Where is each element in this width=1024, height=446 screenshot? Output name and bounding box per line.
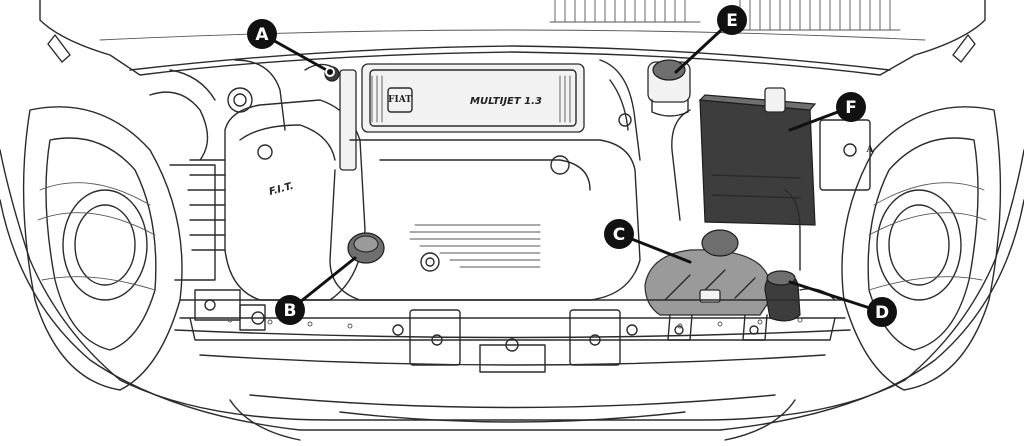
battery: A (671, 87, 875, 271)
right-headlight (841, 106, 1002, 391)
washer-fluid-reservoir (764, 270, 836, 322)
hood (39, 0, 986, 76)
callout-b: B (275, 295, 305, 325)
fiat-logo: FIAT (388, 95, 412, 105)
callout-c: C (604, 219, 634, 249)
brake-fluid-reservoir (647, 59, 691, 117)
oil-dipstick (304, 63, 357, 171)
engine-cover: FIAT MULTIJET 1.3 (329, 59, 641, 301)
svg-text:D: D (875, 303, 889, 323)
engine-model-label: MULTIJET 1.3 (470, 96, 542, 107)
callout-d: D (867, 297, 897, 327)
svg-text:B: B (284, 301, 297, 321)
svg-text:A: A (255, 25, 269, 45)
callouts: A B C D E F (247, 5, 897, 327)
coolant-reservoir (644, 229, 772, 341)
svg-text:F.I.T.: F.I.T. (268, 181, 295, 198)
svg-text:F: F (845, 98, 857, 118)
callout-f: F (836, 92, 866, 122)
callout-a: A (247, 19, 277, 49)
left-headlight (22, 106, 183, 391)
front-crossmember (179, 299, 846, 373)
callout-e: E (717, 5, 747, 35)
oil-filler-cap (347, 232, 385, 264)
svg-text:C: C (613, 225, 625, 245)
svg-text:E: E (726, 11, 738, 31)
svg-text:A: A (866, 145, 875, 155)
